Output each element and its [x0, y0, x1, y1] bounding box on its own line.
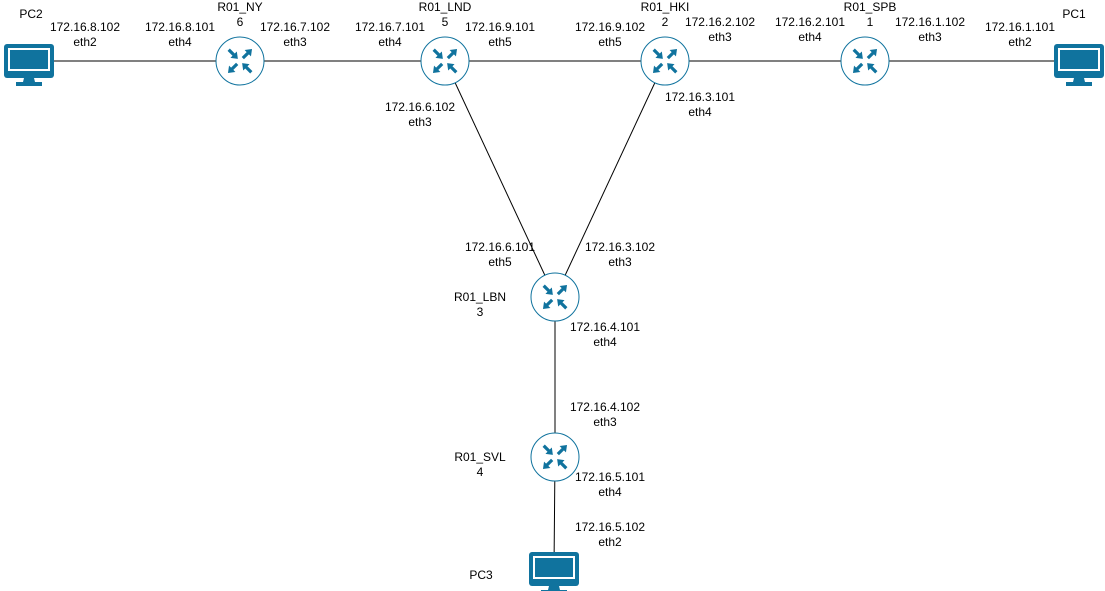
router-icon [215, 36, 265, 86]
pc-pc2-icon[interactable] [4, 44, 54, 86]
router-label-lbn-line-0: R01_LBN [453, 290, 507, 304]
iface-label-lnd-eth4-line-1: eth4 [378, 35, 402, 49]
router-label-spb-line-1: 1 [866, 15, 874, 29]
iface-label-pc3-eth2-line-0: 172.16.5.102 [574, 520, 646, 534]
iface-label-ny-eth3-line-1: eth3 [283, 35, 307, 49]
router-icon [840, 36, 890, 86]
iface-label-spb-eth4-line-0: 172.16.2.101 [774, 15, 846, 29]
router-hki[interactable] [640, 36, 690, 86]
iface-label-svl-eth3-line-1: eth3 [593, 415, 617, 429]
router-label-lnd-line-0: R01_LND [418, 0, 472, 14]
router-label-spb-line-0: R01_SPB [843, 0, 897, 14]
iface-label-pc2-eth2-line-1: eth2 [73, 35, 97, 49]
router-ny[interactable] [215, 36, 265, 86]
pc-label-pc3-line-0: PC3 [469, 568, 493, 582]
iface-label-lnd-eth4-line-0: 172.16.7.101 [354, 20, 426, 34]
iface-label-ny-eth4-line-0: 172.16.8.101 [144, 20, 216, 34]
router-label-hki-line-0: R01_HKI [640, 0, 690, 14]
iface-label-lnd-eth5-line-1: eth5 [488, 35, 512, 49]
iface-label-hki-eth5-line-0: 172.16.9.102 [574, 20, 646, 34]
router-label-svl-line-0: R01_SVL [454, 450, 506, 464]
iface-label-lnd-eth3-line-1: eth3 [408, 115, 432, 129]
iface-label-svl-eth4-line-1: eth4 [598, 485, 622, 499]
iface-label-lbn-eth3-line-0: 172.16.3.102 [584, 240, 656, 254]
links-layer [29, 60, 1079, 570]
router-icon [640, 36, 690, 86]
iface-label-svl-eth4-line-0: 172.16.5.101 [574, 470, 646, 484]
iface-label-hki-eth5-line-1: eth5 [598, 35, 622, 49]
iface-label-lbn-eth3-line-1: eth3 [608, 255, 632, 269]
router-label-ny-line-1: 6 [236, 15, 244, 29]
pc-pc3-icon[interactable] [529, 552, 579, 591]
router-label-svl-line-1: 4 [476, 465, 484, 479]
iface-label-hki-eth4-line-1: eth4 [688, 105, 712, 119]
pc-label-pc3: PC3 [469, 568, 492, 583]
router-icon [420, 36, 470, 86]
iface-label-pc2-eth2-line-0: 172.16.8.102 [49, 20, 121, 34]
iface-label-lbn-eth5-line-1: eth5 [488, 255, 512, 269]
router-lnd[interactable] [420, 36, 470, 86]
iface-label-lbn-eth5-line-0: 172.16.6.101 [464, 240, 536, 254]
devices-layer [4, 36, 1104, 591]
router-icon [530, 432, 580, 482]
router-label-lbn-line-1: 3 [476, 305, 484, 319]
router-label-ny-line-0: R01_NY [217, 0, 263, 14]
iface-label-spb-eth4-line-1: eth4 [798, 30, 822, 44]
pc-label-pc1: PC1 [1062, 7, 1085, 22]
link-lnd-lbn [444, 60, 556, 298]
pc-pc1-icon[interactable] [1054, 44, 1104, 86]
pc-label-pc1-line-0: PC1 [1062, 7, 1086, 21]
router-lbn[interactable] [530, 272, 580, 322]
iface-label-lbn-eth4-line-0: 172.16.4.101 [569, 320, 641, 334]
iface-label-spb-eth3-line-1: eth3 [918, 30, 942, 44]
link-hki-lbn [554, 60, 666, 298]
iface-label-ny-eth4-line-1: eth4 [168, 35, 192, 49]
pc-label-pc2-line-0: PC2 [19, 7, 43, 21]
iface-label-pc1-eth2-line-0: 172.16.1.101 [984, 20, 1056, 34]
iface-label-ny-eth3-line-0: 172.16.7.102 [259, 20, 331, 34]
router-label-hki-line-1: 2 [661, 15, 669, 29]
iface-label-hki-eth3-line-1: eth3 [708, 30, 732, 44]
iface-label-pc1-eth2-line-1: eth2 [1008, 35, 1032, 49]
iface-label-pc3-eth2-line-1: eth2 [598, 535, 622, 549]
router-icon [530, 272, 580, 322]
iface-label-hki-eth3-line-0: 172.16.2.102 [684, 15, 756, 29]
iface-label-lnd-eth5-line-0: 172.16.9.101 [464, 20, 536, 34]
iface-label-svl-eth3-line-0: 172.16.4.102 [569, 400, 641, 414]
iface-label-lbn-eth4-line-1: eth4 [593, 335, 617, 349]
iface-label-spb-eth3-line-0: 172.16.1.102 [894, 15, 966, 29]
router-svl[interactable] [530, 432, 580, 482]
iface-label-hki-eth4-line-0: 172.16.3.101 [664, 90, 736, 104]
iface-label-lnd-eth3-line-0: 172.16.6.102 [384, 100, 456, 114]
pc-label-pc2: PC2 [19, 7, 42, 22]
router-spb[interactable] [840, 36, 890, 86]
router-label-lnd-line-1: 5 [441, 15, 449, 29]
